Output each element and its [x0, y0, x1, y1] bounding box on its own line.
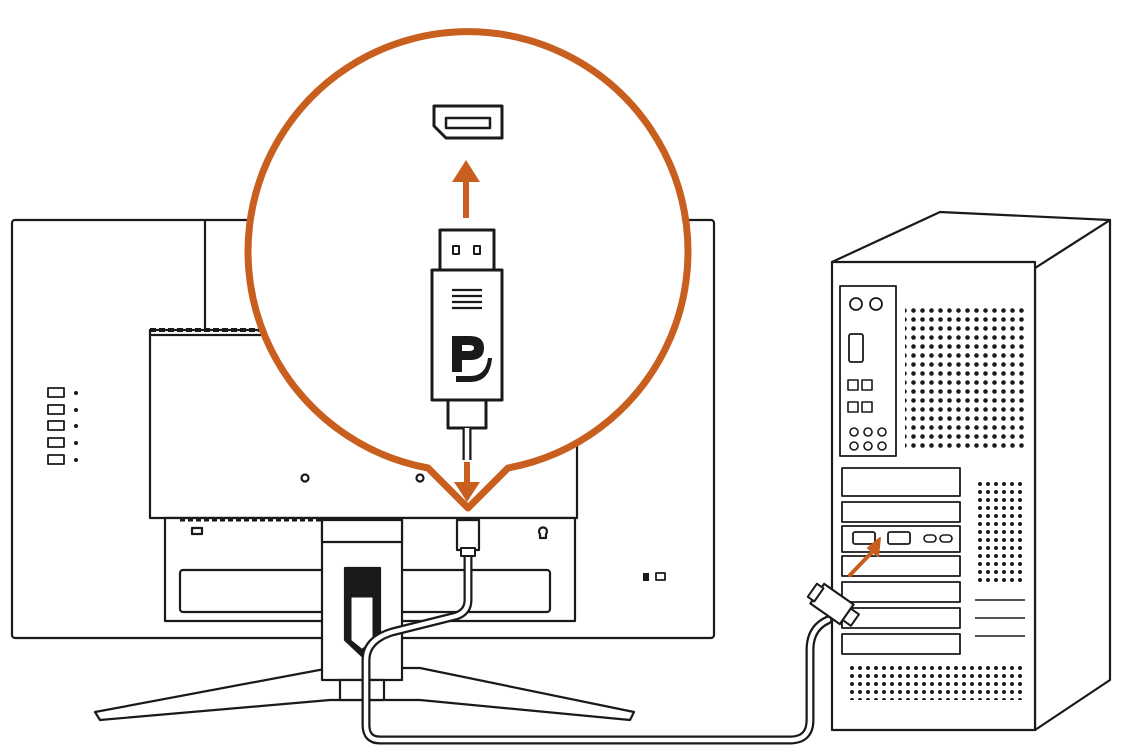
pc-side-vent: [975, 482, 1023, 582]
gpu-hdmi-port: [852, 531, 876, 545]
insert-arrow-pc: [848, 546, 878, 577]
headphone-port: [537, 526, 549, 540]
pc-io-shield: [839, 285, 897, 457]
monitor-control-buttons: [47, 387, 65, 465]
pc-tower: [830, 210, 1112, 732]
audio-jacks: [849, 427, 887, 451]
vga-port: [848, 333, 864, 363]
gpu-displayport: [887, 531, 911, 545]
pc-side-face: [1033, 218, 1112, 732]
displayport-cable: [361, 518, 881, 745]
pc-bottom-vent: [850, 664, 1025, 700]
pc-top-vent: [905, 306, 1025, 448]
vesa-screw-hole: [300, 473, 310, 483]
usb-port: [847, 401, 859, 413]
ps2-port: [849, 297, 863, 311]
displayport-port-icon: [432, 104, 504, 140]
ps2-port: [869, 297, 883, 311]
cable-plug-pc: [806, 582, 860, 627]
vesa-screw-hole: [415, 473, 425, 483]
graphics-card-bracket: [841, 525, 961, 553]
expansion-slots: [841, 467, 961, 655]
monitor-button-labels: [74, 391, 78, 462]
usb-port: [861, 379, 873, 391]
magnify-callout: [244, 28, 692, 512]
power-port: [190, 526, 204, 536]
kensington-lock: [643, 573, 649, 581]
usb-port: [861, 401, 873, 413]
displayport-logo-icon: [452, 336, 492, 382]
cable-plug-monitor: [455, 518, 481, 552]
displayport-plug: [430, 228, 504, 430]
usb-port: [847, 379, 859, 391]
